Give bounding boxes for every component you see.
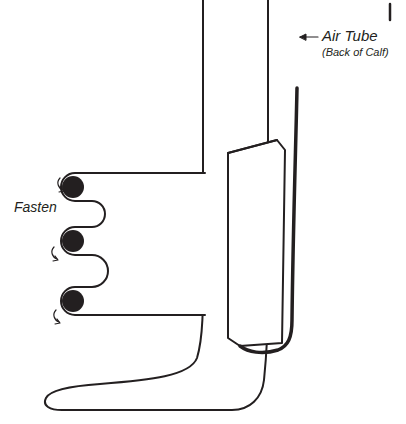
fasten-arrow-head [53,256,58,261]
action-label: Fasten [14,200,57,215]
wrap-panel [61,173,205,315]
part-label: Air Tube [322,28,378,45]
part-note: (Back of Calf) [322,46,389,58]
arrow-head [300,34,306,40]
sleeve-fold [228,140,277,153]
calf-sleeve [228,140,285,346]
corner-mark [389,4,392,20]
fasten-arrow-head [55,319,60,324]
fastener-dot [62,230,84,252]
fastener-dot [62,176,84,198]
air-tube [240,88,297,353]
fastener-dot [62,290,84,312]
